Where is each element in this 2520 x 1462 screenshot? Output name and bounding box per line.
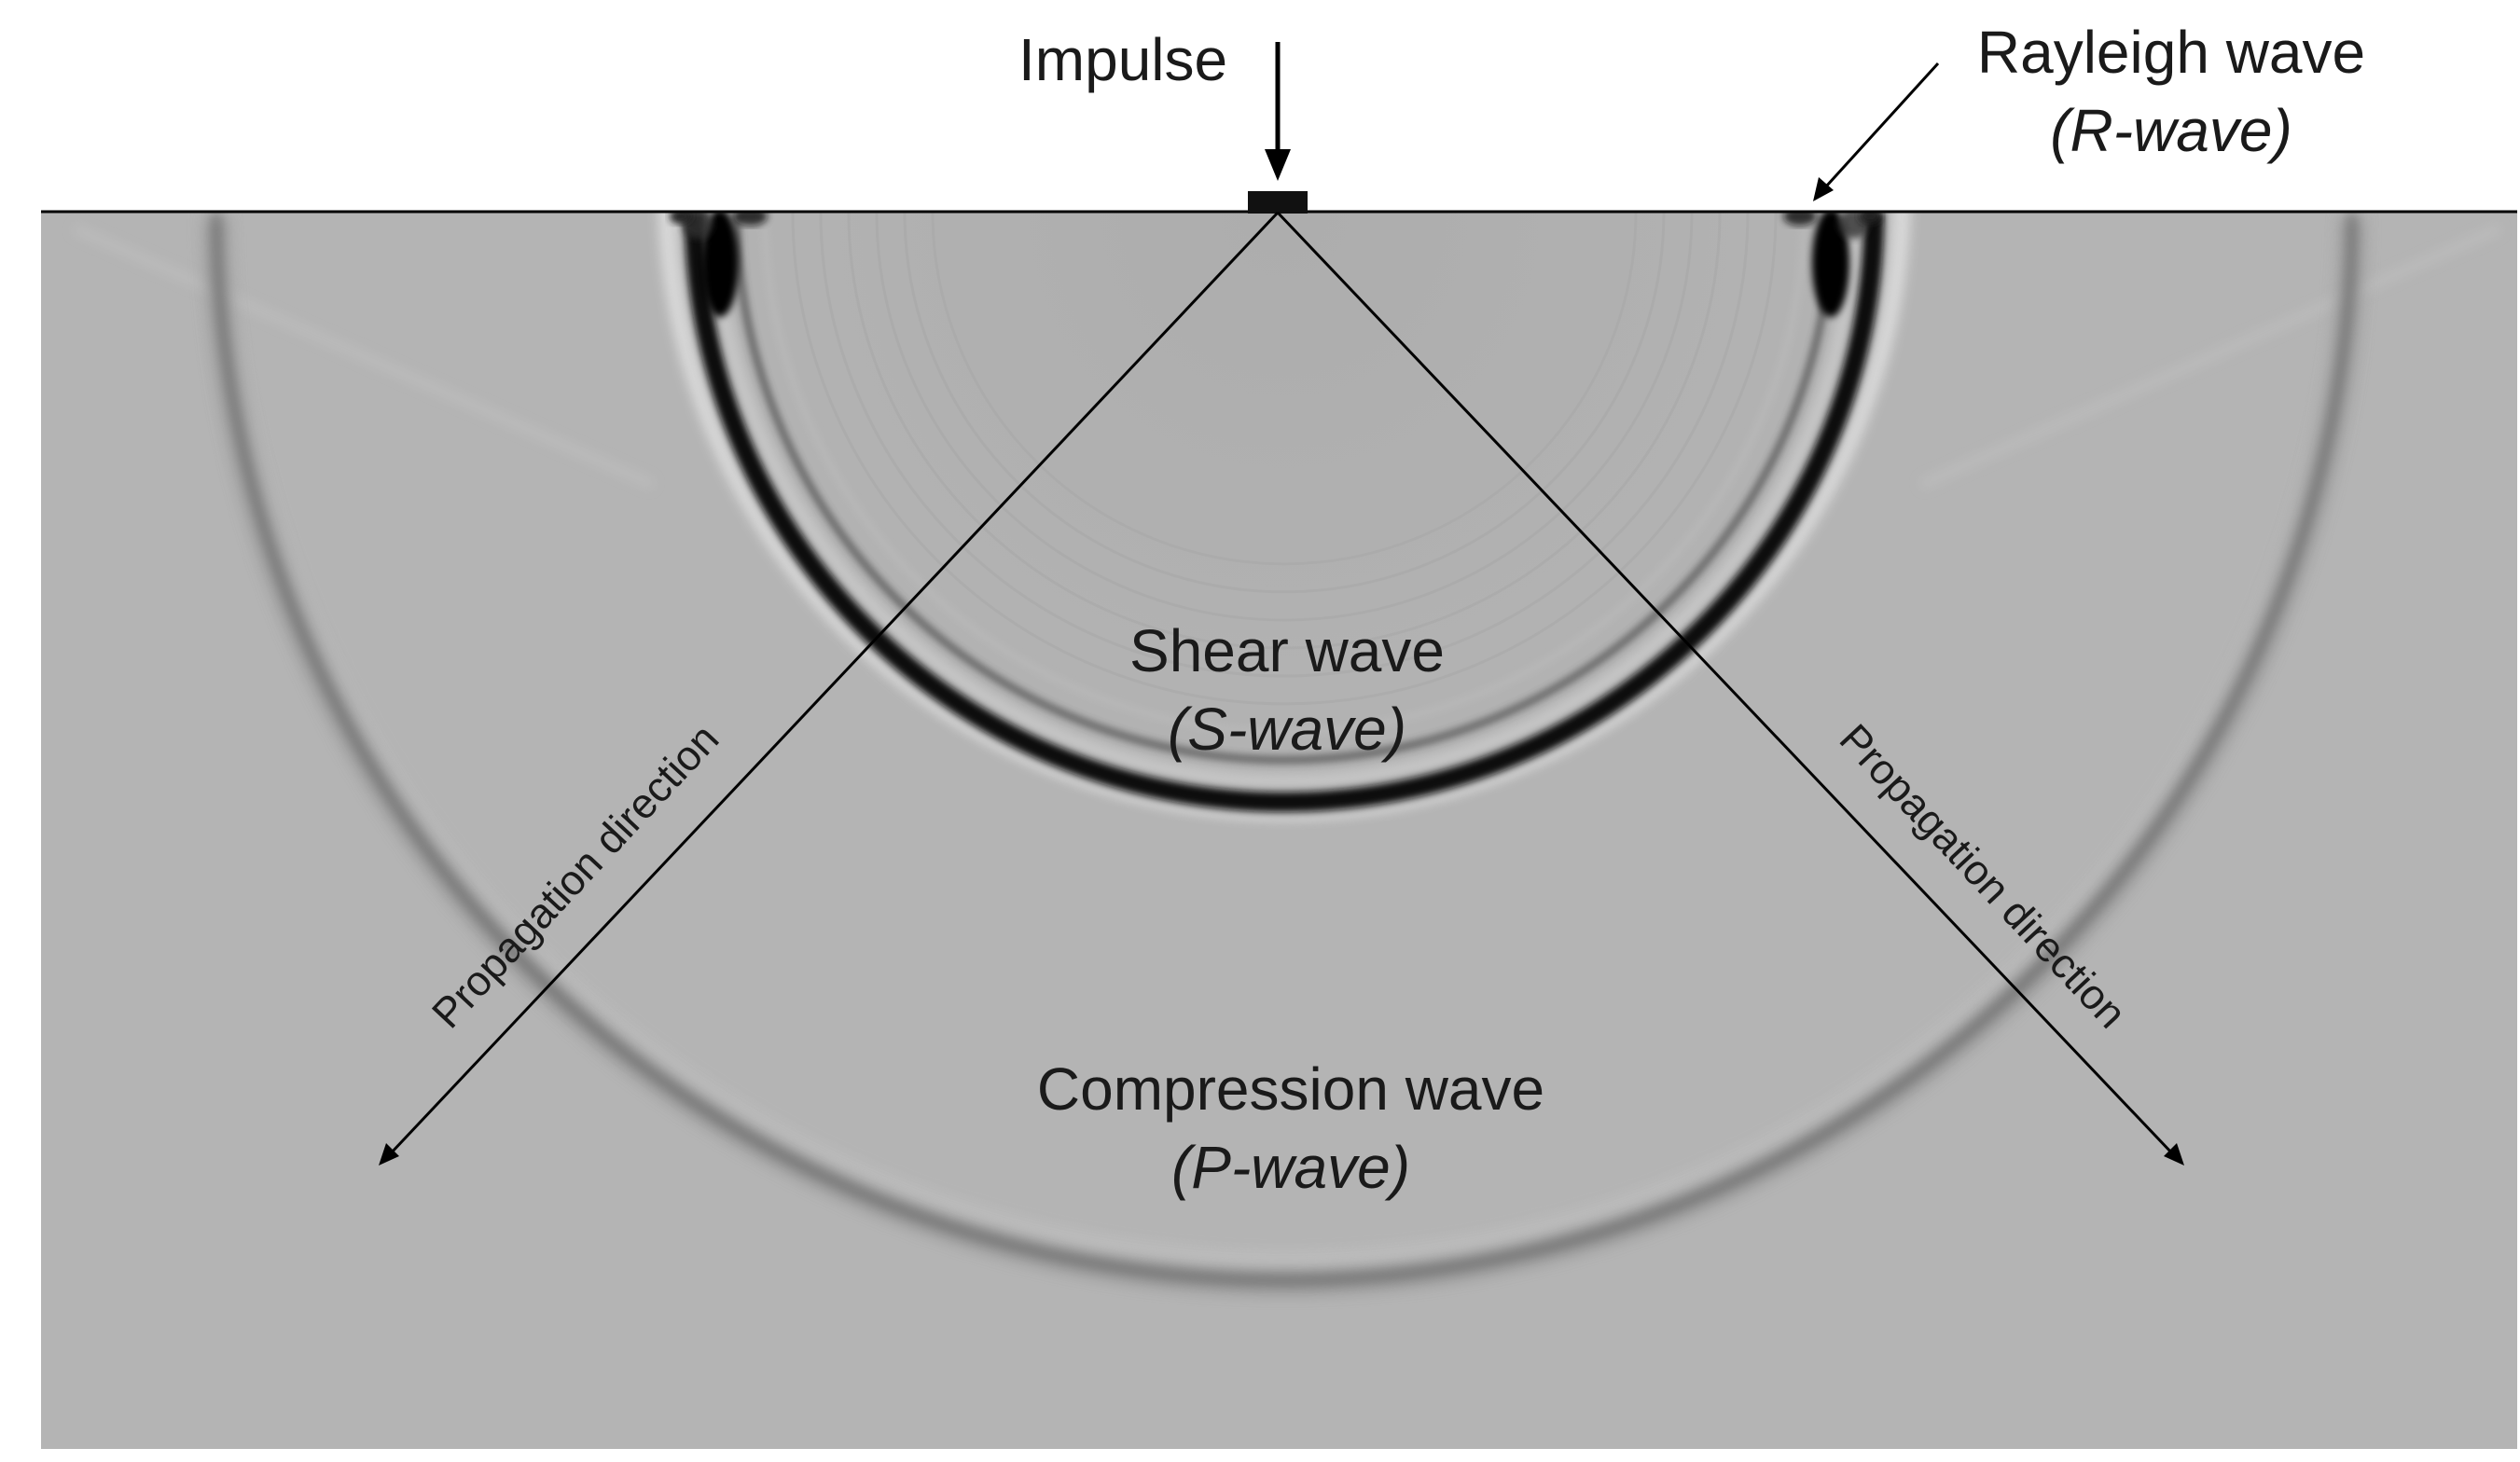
ground-medium (41, 211, 2517, 1449)
compression-wave-title: Compression wave (1037, 1055, 1544, 1123)
shear-wave-title: Shear wave (1129, 617, 1445, 684)
propagation-arrow-right (1276, 211, 2184, 1165)
impulse-arrow (1265, 42, 1291, 181)
inner-ripples (791, 212, 1778, 706)
rayleigh-wave-left (670, 211, 768, 317)
rayleigh-wave-right (1783, 211, 1881, 317)
compression-wave-subtitle: (P-wave) (1171, 1134, 1410, 1201)
rayleigh-subtitle: (R-wave) (2050, 97, 2292, 164)
p-wave-front (207, 211, 2361, 1290)
impulse-label: Impulse (1018, 26, 1227, 93)
propagation-arrow-left (379, 211, 1280, 1165)
rayleigh-title: Rayleigh wave (1977, 19, 2365, 86)
shear-wave-subtitle: (S-wave) (1168, 696, 1406, 763)
rayleigh-pointer-arrow (1813, 62, 1940, 201)
s-wave-front (658, 211, 1911, 821)
impulse-source (1248, 191, 1308, 214)
